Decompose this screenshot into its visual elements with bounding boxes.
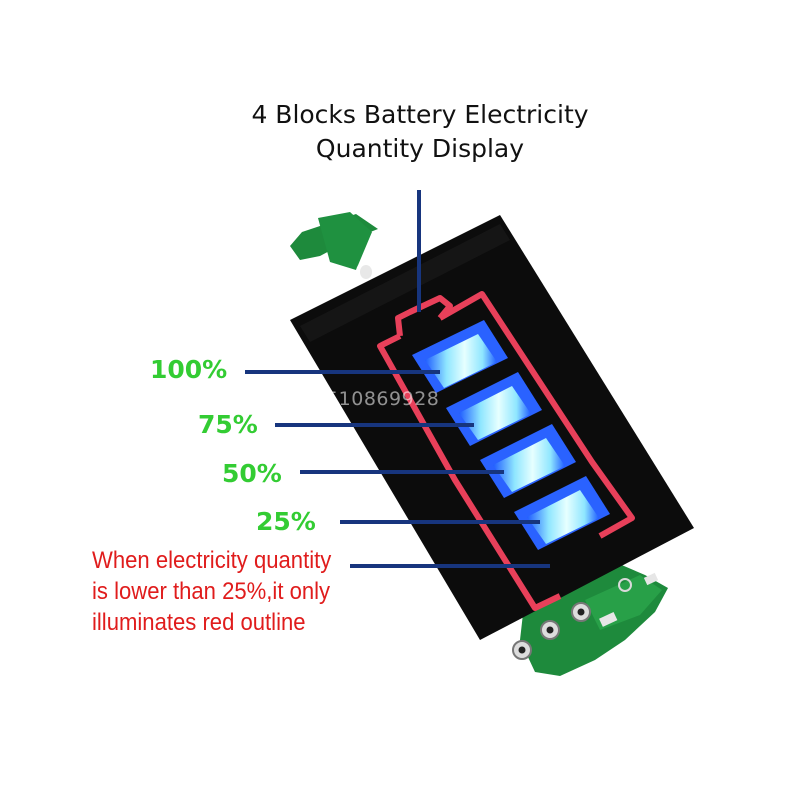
note-line-2: is lower than 25%,it only	[92, 578, 331, 605]
label-100-percent: 100%	[150, 355, 228, 384]
battery-outline-red	[377, 291, 635, 611]
label-50-percent: 50%	[222, 459, 282, 488]
note-line-1: When electricity quantity	[92, 547, 332, 574]
low-battery-note: When electricity quantity is lower than …	[92, 545, 350, 638]
battery-segments	[412, 320, 610, 550]
label-25-percent: 25%	[256, 507, 316, 536]
solder-pads	[512, 572, 659, 660]
title-line-1: 4 Blocks Battery Electricity	[251, 100, 589, 129]
title-line-2: Quantity Display	[315, 134, 525, 163]
watermark-text: cn1510869928	[290, 388, 440, 410]
mounting-hole-top	[356, 261, 376, 283]
note-line-3: illuminates red outline	[92, 609, 306, 636]
label-75-percent: 75%	[198, 410, 258, 439]
leader-lines	[245, 190, 550, 568]
display-title: 4 Blocks Battery Electricity Quantity Di…	[220, 98, 620, 166]
